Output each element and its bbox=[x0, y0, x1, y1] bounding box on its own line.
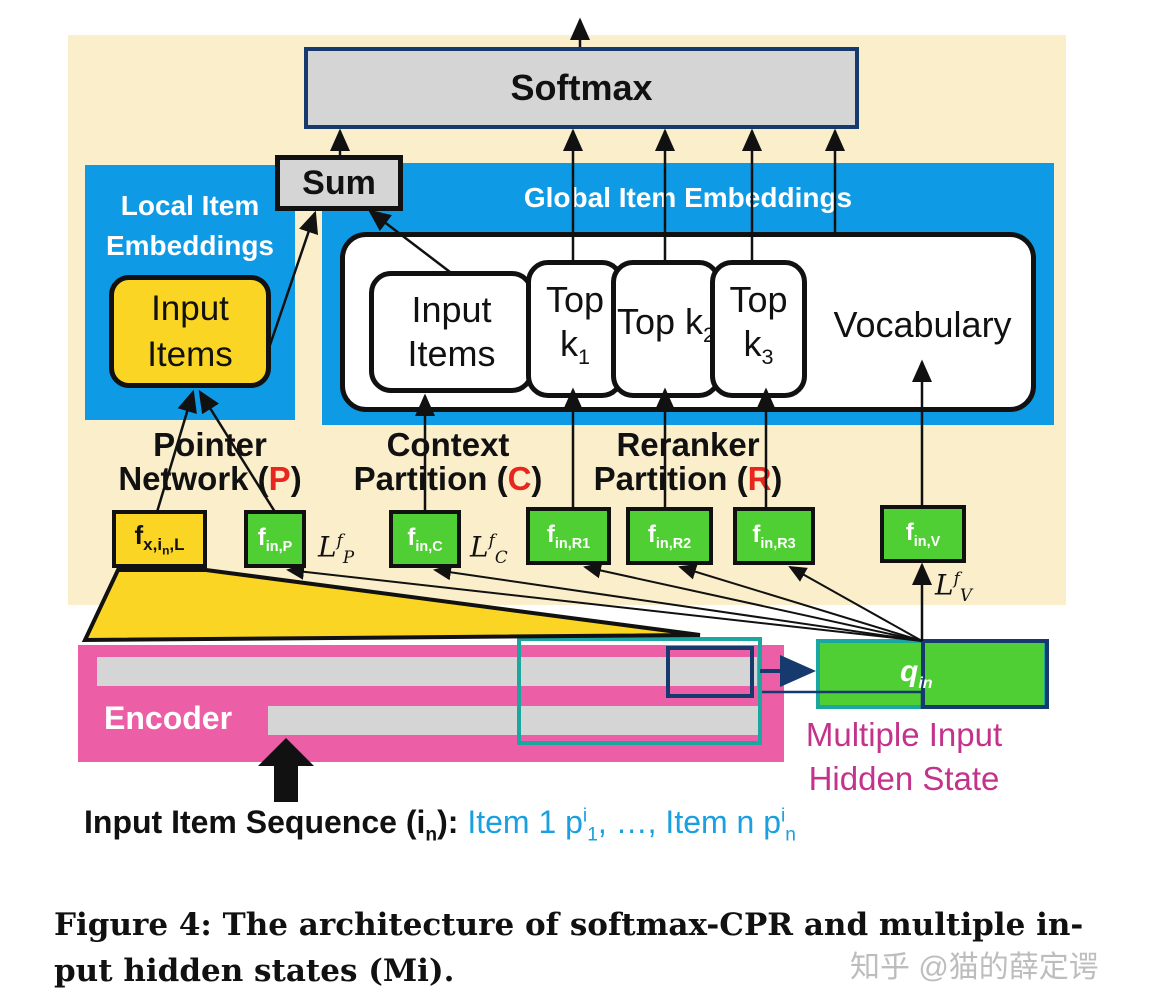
f-in-r2-box: fin,R2 bbox=[626, 507, 713, 565]
context-partition-label: Context Partition (C) bbox=[353, 426, 543, 497]
multiple-input-hidden-state-label: Multiple Input Hidden State bbox=[805, 716, 1003, 797]
figure-caption: Figure 4: The architecture of softmax-CP… bbox=[54, 907, 1084, 989]
input-up-arrow bbox=[258, 738, 314, 802]
top-k3-label: Top k3 bbox=[729, 279, 788, 370]
top-k3-box: Top k3 bbox=[710, 260, 807, 398]
sum-box: Sum bbox=[275, 155, 403, 211]
local-projection-shape bbox=[81, 568, 701, 643]
f-in-r3-box: fin,R3 bbox=[733, 507, 815, 565]
local-input-items-label: Input Items bbox=[147, 288, 233, 374]
pointer-network-label: Pointer Network (P) bbox=[118, 426, 302, 497]
loss-fc-label: LfC bbox=[470, 530, 508, 567]
softmax-box: Softmax bbox=[304, 47, 859, 129]
f-in-r1-box: fin,R1 bbox=[526, 507, 611, 565]
q-in-label: qin bbox=[900, 655, 933, 692]
softmax-label: Softmax bbox=[510, 67, 653, 108]
loss-fp-label: LfP bbox=[318, 530, 355, 567]
f-in-p-box: fin,P bbox=[244, 510, 306, 568]
watermark: 知乎 @猫的薛定谔 bbox=[850, 951, 1099, 984]
last-hidden-frame bbox=[666, 646, 754, 698]
local-panel-title: Local Item Embeddings bbox=[105, 190, 274, 261]
multi-hidden-frame bbox=[517, 637, 762, 745]
reranker-partition-label: Reranker Partition (R) bbox=[593, 426, 783, 497]
global-input-items-box: Input Items bbox=[369, 271, 534, 393]
encoder-hidden-bar-top bbox=[97, 657, 757, 686]
q-in-inner-frame bbox=[921, 639, 1049, 709]
encoder-label: Encoder bbox=[104, 700, 233, 736]
top-k2-label: Top k2 bbox=[616, 301, 715, 347]
top-k1-label: Top k1 bbox=[545, 279, 605, 370]
global-panel-title: Global Item Embeddings bbox=[523, 182, 853, 213]
loss-fv-label: LfV bbox=[935, 568, 972, 605]
sum-label: Sum bbox=[302, 163, 376, 202]
f-x-in-l-box: fx,in,L bbox=[112, 510, 207, 568]
vocabulary-label: Vocabulary bbox=[833, 304, 1012, 345]
input-sequence-line: Input Item Sequence (in): Item 1 pi1, …,… bbox=[84, 804, 796, 846]
encoder-hidden-bar-bottom bbox=[268, 706, 758, 735]
local-input-items-box: Input Items bbox=[109, 275, 271, 388]
global-input-items-label: Input Items bbox=[407, 289, 496, 374]
